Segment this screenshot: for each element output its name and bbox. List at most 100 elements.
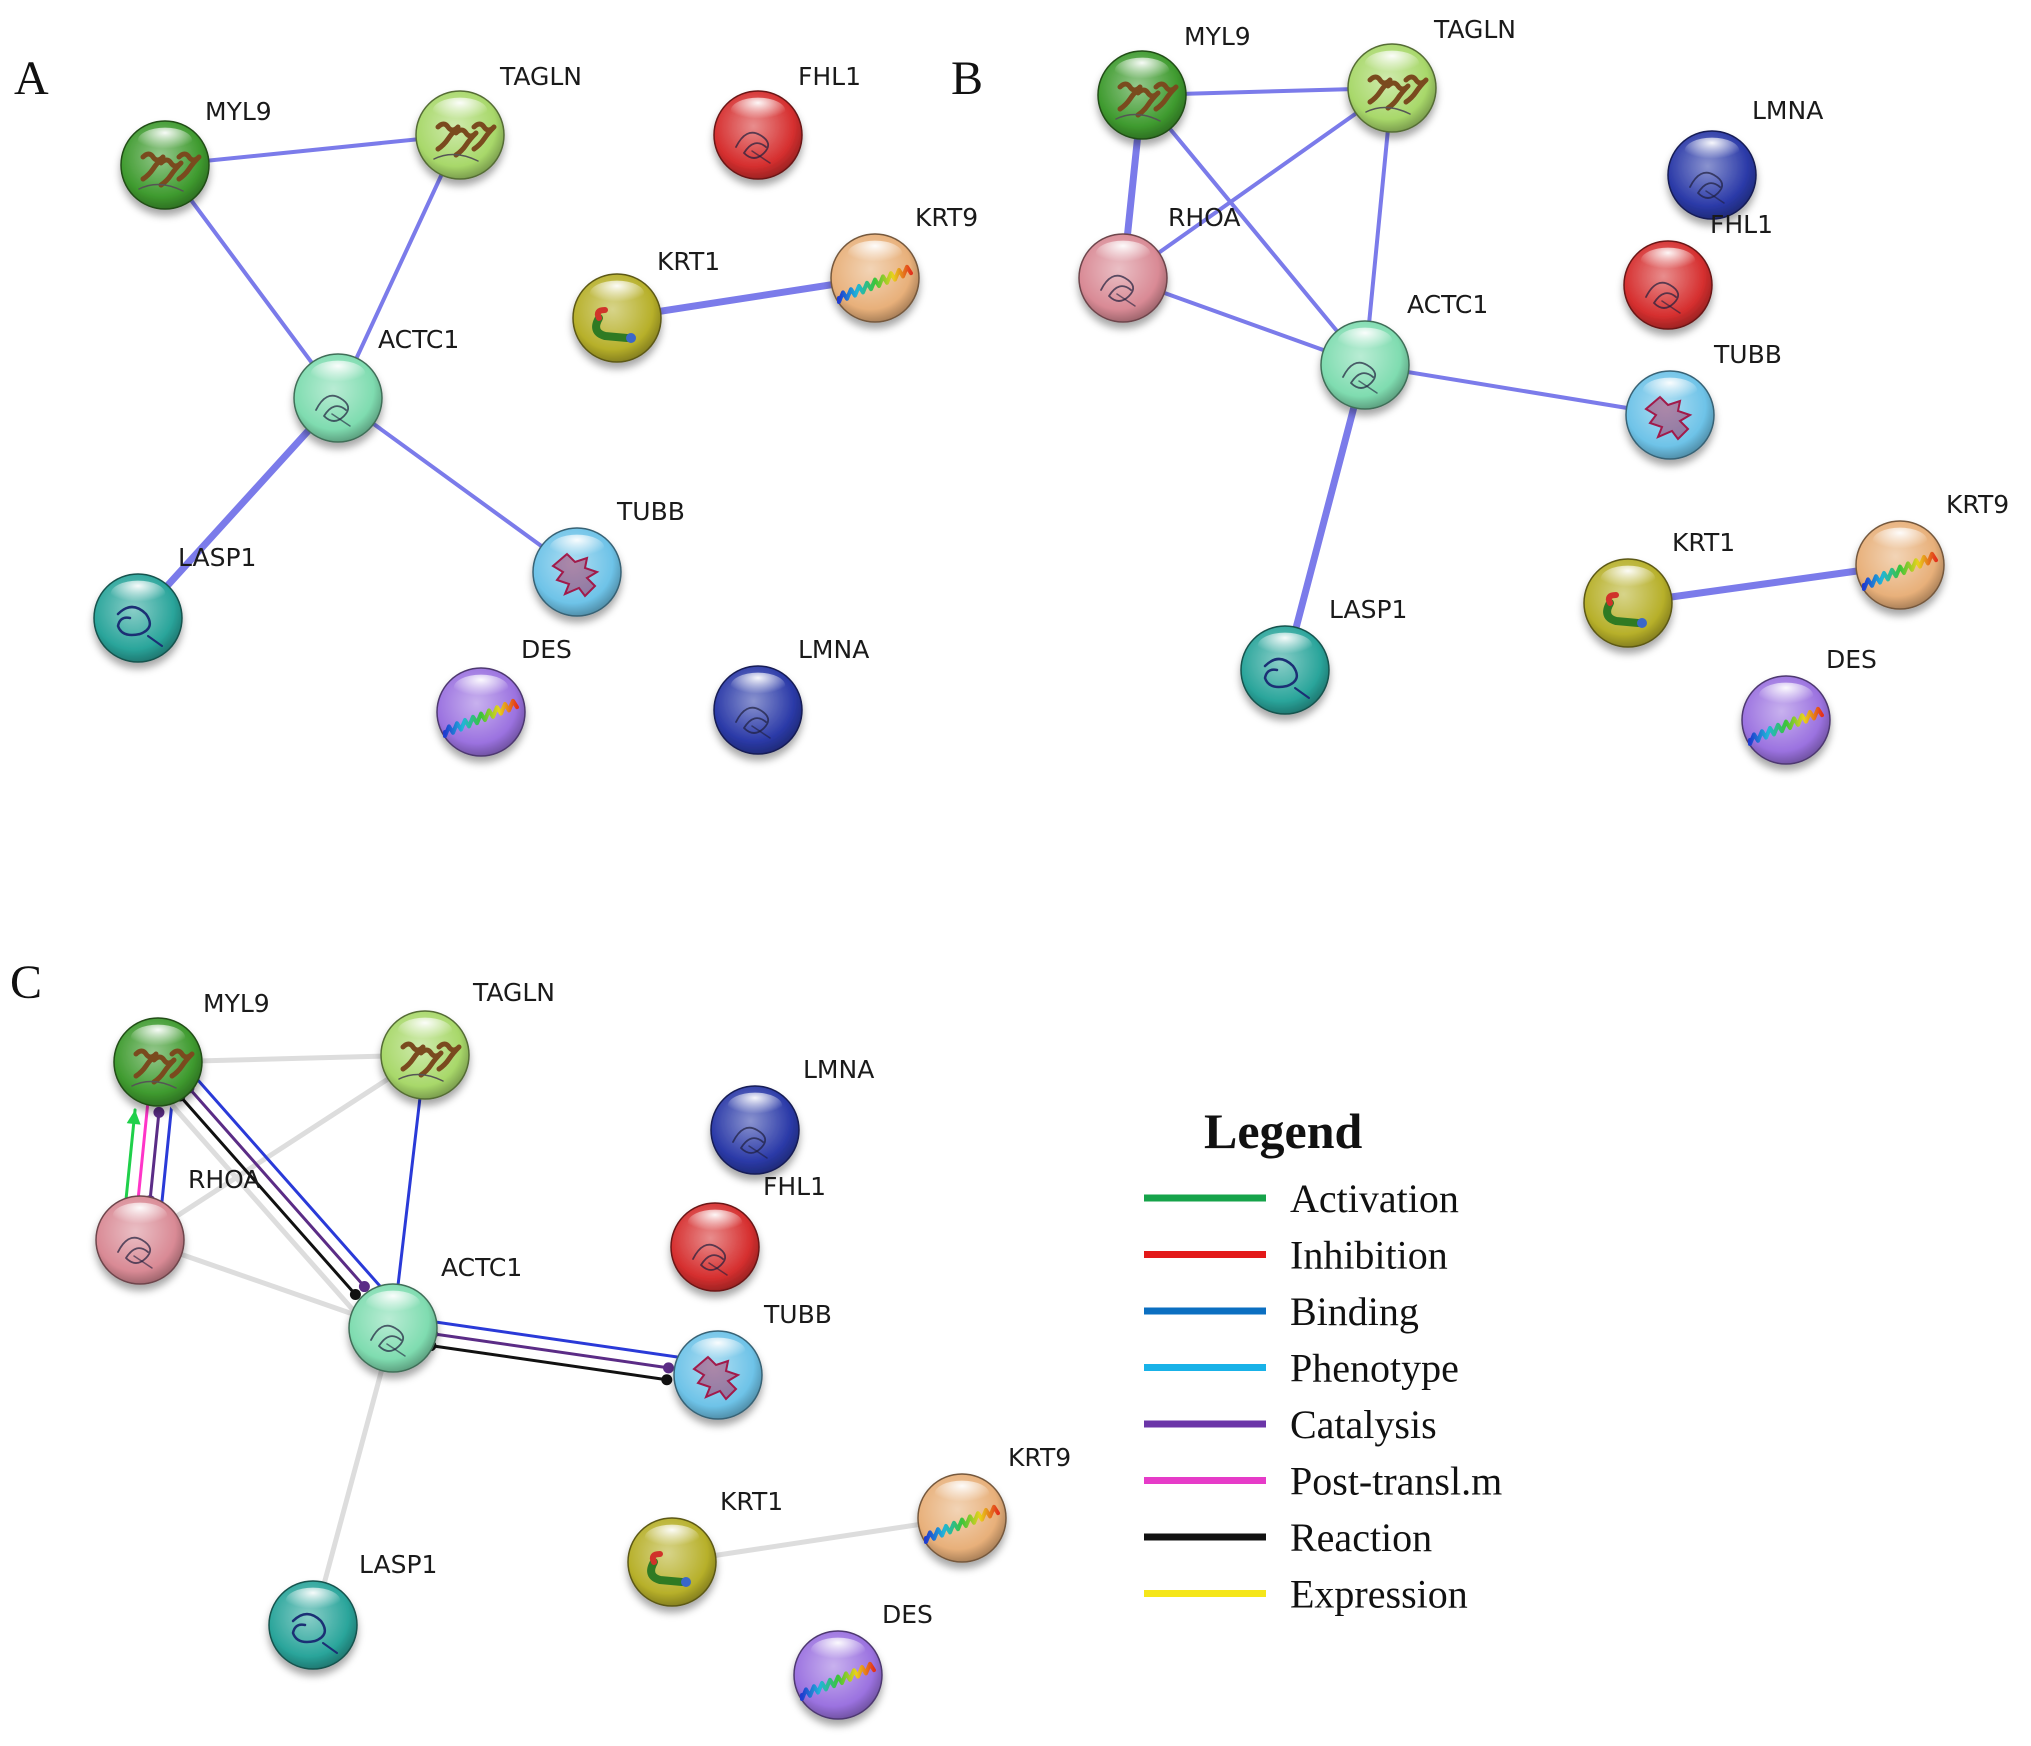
node-krt1[interactable]: KRT1 xyxy=(1583,528,1735,648)
edge-myl9-actc1-unspecified xyxy=(142,1071,383,1343)
node-tubb[interactable]: TUBB xyxy=(532,497,685,617)
node-actc1[interactable]: ACTC1 xyxy=(1320,290,1488,410)
node-label: KRT9 xyxy=(1946,490,2009,519)
node-label: FHL1 xyxy=(763,1172,826,1201)
legend-label: Reaction xyxy=(1290,1515,1432,1560)
node-lasp1[interactable]: LASP1 xyxy=(268,1550,437,1670)
node-rhoa[interactable]: RHOA xyxy=(1078,203,1241,323)
edge-actc1-lasp1-unspecified xyxy=(310,1325,396,1628)
edge-tagln-rhoa-unspecified xyxy=(137,1052,428,1243)
edge-rhoa-myl9-catalysis xyxy=(144,1106,165,1207)
node-label: TAGLN xyxy=(1433,15,1516,44)
legend-item-reaction: Reaction xyxy=(1144,1515,1432,1560)
node-label: LASP1 xyxy=(1329,595,1407,624)
node-label: ACTC1 xyxy=(1407,290,1488,319)
node-krt9[interactable]: KRT9 xyxy=(917,1443,1071,1563)
node-label: KRT9 xyxy=(1008,1443,1071,1472)
node-lmna[interactable]: LMNA xyxy=(710,1055,874,1175)
node-label: MYL9 xyxy=(1184,22,1251,51)
node-des[interactable]: DES xyxy=(436,635,572,757)
node-tubb[interactable]: TUBB xyxy=(673,1300,832,1420)
node-label: MYL9 xyxy=(203,989,270,1018)
node-label: KRT1 xyxy=(1672,528,1735,557)
edge-layer xyxy=(124,1048,965,1628)
node-label: ACTC1 xyxy=(441,1253,522,1282)
edge-krt1-krt9-confidence xyxy=(1624,561,1904,607)
node-label: DES xyxy=(521,635,572,664)
edge-myl9-actc1-reaction xyxy=(174,1090,361,1301)
node-label: KRT9 xyxy=(915,203,978,232)
node-actc1[interactable]: ACTC1 xyxy=(293,325,459,443)
node-des[interactable]: DES xyxy=(793,1600,933,1720)
edge-layer xyxy=(1119,86,1904,674)
node-tagln[interactable]: TAGLN xyxy=(1347,15,1516,133)
legend-label: Activation xyxy=(1290,1176,1459,1221)
node-label: LMNA xyxy=(803,1055,874,1084)
node-krt9[interactable]: KRT9 xyxy=(1855,490,2009,610)
node-label: TAGLN xyxy=(499,62,582,91)
edge-myl9-actc1-binding xyxy=(169,1048,408,1318)
node-actc1[interactable]: ACTC1 xyxy=(348,1253,522,1373)
legend-item-expression: Expression xyxy=(1144,1572,1468,1617)
legend-item-phenotype: Phenotype xyxy=(1144,1346,1459,1391)
panel-label: B xyxy=(951,52,983,105)
node-rhoa[interactable]: RHOA xyxy=(95,1165,261,1285)
node-krt9[interactable]: KRT9 xyxy=(830,203,978,323)
edge-tagln-actc1-confidence xyxy=(1363,86,1394,367)
node-krt1[interactable]: KRT1 xyxy=(572,247,720,363)
node-label: LMNA xyxy=(798,635,869,664)
node-label: FHL1 xyxy=(798,62,861,91)
node-fhl1[interactable]: FHL1 xyxy=(713,62,861,180)
legend-title: Legend xyxy=(1204,1103,1363,1159)
edge-tagln-actc1-binding xyxy=(391,1053,427,1330)
node-tagln[interactable]: TAGLN xyxy=(415,62,582,180)
node-label: LASP1 xyxy=(178,543,256,572)
node-label: TUBB xyxy=(616,497,685,526)
node-label: FHL1 xyxy=(1710,210,1773,239)
node-lasp1[interactable]: LASP1 xyxy=(93,543,256,663)
edge-actc1-tubb-confidence xyxy=(1363,363,1672,417)
legend-label: Catalysis xyxy=(1290,1402,1437,1447)
node-myl9[interactable]: MYL9 xyxy=(113,989,270,1107)
node-tubb[interactable]: TUBB xyxy=(1625,340,1782,460)
node-lmna[interactable]: LMNA xyxy=(713,635,869,755)
edge-tagln-rhoa-confidence xyxy=(1121,86,1394,280)
legend-item-inhibition: Inhibition xyxy=(1144,1233,1448,1278)
legend-items: ActivationInhibitionBindingPhenotypeCata… xyxy=(1144,1176,1502,1617)
node-fhl1[interactable]: FHL1 xyxy=(670,1172,826,1292)
edge-actc1-lasp1-confidence xyxy=(134,394,342,622)
edge-actc1-tubb-binding xyxy=(393,1314,722,1365)
node-label: KRT1 xyxy=(657,247,720,276)
panel-label: A xyxy=(14,52,49,105)
node-label: RHOA xyxy=(188,1165,261,1194)
edge-actc1-tubb-confidence xyxy=(336,396,579,574)
node-des[interactable]: DES xyxy=(1741,645,1877,765)
node-myl9[interactable]: MYL9 xyxy=(120,97,272,210)
legend-label: Phenotype xyxy=(1290,1346,1459,1391)
edge-myl9-actc1-confidence xyxy=(163,163,340,400)
panel-label: C xyxy=(10,956,42,1009)
node-lasp1[interactable]: LASP1 xyxy=(1240,595,1407,715)
legend-label: Inhibition xyxy=(1290,1233,1448,1278)
node-tagln[interactable]: TAGLN xyxy=(380,978,555,1100)
node-label: KRT1 xyxy=(720,1487,783,1516)
node-myl9[interactable]: MYL9 xyxy=(1097,22,1251,140)
edge-myl9-tagln-confidence xyxy=(163,133,462,167)
node-fhl1[interactable]: FHL1 xyxy=(1623,210,1773,330)
legend-label: Expression xyxy=(1290,1572,1468,1617)
legend-item-binding: Binding xyxy=(1144,1289,1419,1334)
node-lmna[interactable]: LMNA xyxy=(1667,96,1823,220)
edge-actc1-lasp1-confidence xyxy=(1281,361,1369,674)
node-label: LMNA xyxy=(1752,96,1823,125)
node-label: TUBB xyxy=(1713,340,1782,369)
node-label: TAGLN xyxy=(472,978,555,1007)
node-krt1[interactable]: KRT1 xyxy=(627,1487,783,1607)
node-label: TUBB xyxy=(763,1300,832,1329)
